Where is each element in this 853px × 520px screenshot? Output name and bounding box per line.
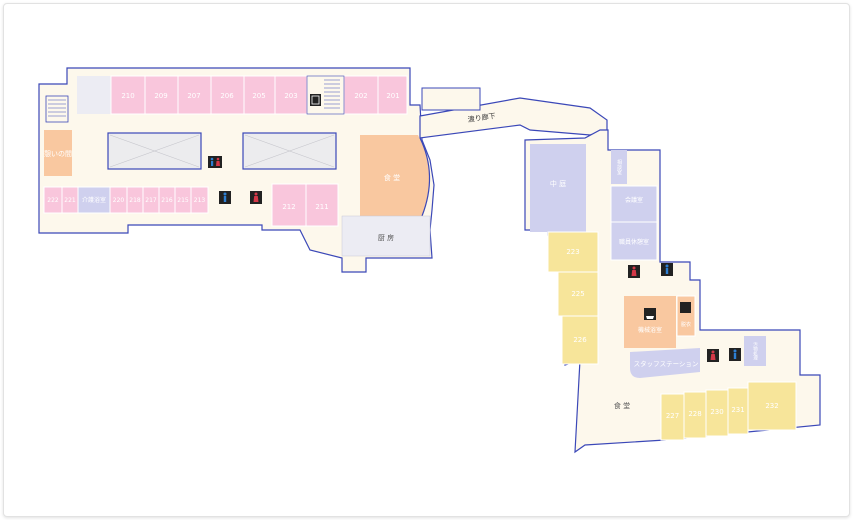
staff-lounge[interactable] — [610, 221, 658, 261]
room-225-label: 225 — [571, 290, 584, 298]
care-bath-label: 介護浴室 — [82, 196, 106, 204]
staff-station[interactable] — [630, 348, 700, 378]
ikoi-room[interactable] — [44, 130, 72, 176]
room-222-label: 222 — [47, 197, 59, 204]
consult-room-label: 相談室 — [616, 159, 622, 175]
utility-top-1 — [77, 76, 95, 114]
room-203[interactable] — [274, 75, 308, 115]
dining-hall-2-label: 食 堂 — [614, 401, 630, 410]
stair-top-left — [45, 95, 69, 123]
room-227-label: 227 — [666, 412, 679, 420]
room-213-label: 213 — [194, 197, 206, 204]
room-209[interactable] — [144, 75, 179, 115]
soiled-utility-label: 汚物処理 — [753, 341, 758, 361]
room-206-label: 206 — [220, 92, 234, 100]
meeting-room-label: 会議室 — [625, 196, 643, 204]
void-left — [107, 132, 202, 170]
bottom-row-rooms — [43, 183, 339, 227]
machine-bath[interactable] — [624, 296, 676, 348]
male-restroom-icon — [219, 191, 231, 204]
meeting-room[interactable] — [610, 185, 658, 223]
room-202-label: 202 — [354, 92, 367, 100]
room-209-label: 209 — [154, 92, 167, 100]
stair-lines-top-left — [48, 99, 66, 117]
staff-station-label: スタッフステーション — [634, 359, 699, 368]
consult-room[interactable] — [611, 150, 627, 184]
courtyard[interactable] — [530, 144, 586, 232]
right-restroom-lower-male — [729, 348, 741, 361]
room-221-label: 221 — [64, 197, 76, 204]
room-210-label: 210 — [121, 92, 134, 100]
kitchen-label: 厨 房 — [378, 233, 394, 242]
room-205-label: 205 — [252, 92, 265, 100]
room-211[interactable] — [305, 183, 339, 227]
ikoi-label: 憩いの間 — [44, 149, 72, 158]
room-220-label: 220 — [113, 197, 125, 204]
room-225[interactable] — [557, 271, 599, 317]
void-right — [242, 132, 337, 170]
right-restroom-upper-male — [661, 263, 673, 276]
room-228-label: 228 — [688, 410, 701, 418]
soiled-utility-room[interactable] — [744, 336, 766, 366]
room-207[interactable] — [177, 75, 212, 115]
right-column-rooms — [547, 231, 599, 365]
restroom-icon-middle — [208, 156, 222, 168]
room-230-label: 230 — [710, 408, 723, 416]
room-231-label: 231 — [731, 406, 744, 414]
room-216-label: 216 — [161, 197, 173, 204]
room-215-label: 215 — [177, 197, 189, 204]
dining-hall-1[interactable] — [360, 135, 430, 216]
dressing-icon — [680, 302, 691, 313]
room-207-label: 207 — [187, 92, 200, 100]
room-226[interactable] — [561, 315, 599, 365]
bottom-right-rooms — [660, 381, 797, 441]
care-bath[interactable] — [77, 186, 111, 214]
courtyard-label: 中 庭 — [550, 179, 566, 188]
room-203-label: 203 — [284, 92, 297, 100]
room-201[interactable] — [377, 75, 408, 115]
room-210[interactable] — [110, 75, 146, 115]
room-218-label: 218 — [129, 197, 141, 204]
room-232[interactable] — [747, 381, 797, 431]
room-212[interactable] — [271, 183, 307, 227]
room-223-label: 223 — [566, 248, 579, 256]
right-restroom-upper-female — [628, 265, 640, 278]
room-232-label: 232 — [765, 402, 778, 410]
kitchen[interactable] — [341, 215, 431, 257]
machine-bath-label: 機械浴室 — [638, 326, 662, 334]
room-213[interactable] — [190, 186, 209, 214]
elevator-icon — [310, 94, 321, 106]
utility-top-2 — [95, 76, 111, 114]
bridge-label: 渡り廊下 — [467, 111, 496, 124]
top-row-rooms — [110, 75, 408, 115]
staff-lounge-label: 職員休憩室 — [619, 238, 649, 246]
bridge-box-left — [421, 87, 481, 111]
dining-hall-1-label: 食 堂 — [384, 173, 400, 182]
right-restroom-lower-female — [707, 349, 719, 362]
room-212-label: 212 — [282, 203, 295, 211]
room-217-label: 217 — [145, 197, 157, 204]
room-226-label: 226 — [573, 336, 587, 344]
room-201-label: 201 — [386, 92, 399, 100]
female-restroom-icon — [250, 191, 262, 204]
dressing-label: 脱衣 — [681, 321, 691, 328]
room-211-label: 211 — [315, 203, 328, 211]
stair-lines-center — [324, 79, 340, 109]
